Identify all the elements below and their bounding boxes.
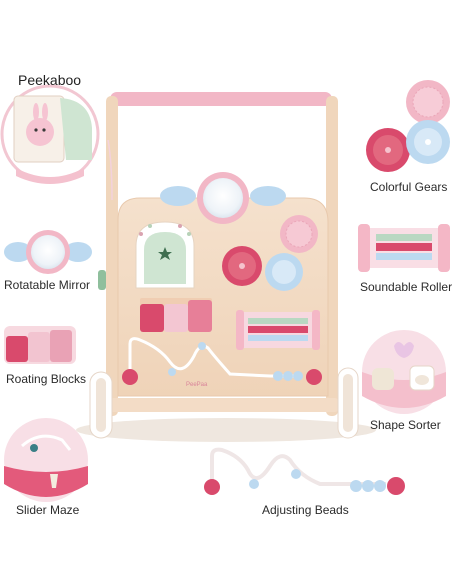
mirror-icon <box>31 235 65 269</box>
callout-soundable-roller <box>358 224 450 272</box>
board-rotating-blocks <box>140 298 212 332</box>
callout-slider-maze <box>4 418 88 502</box>
label-slider-maze: Slider Maze <box>16 503 80 517</box>
star-knob-icon <box>158 247 172 260</box>
walker-base <box>110 398 338 412</box>
label-soundable-roller: Soundable Roller <box>360 280 452 294</box>
callout-colorful-gears <box>366 80 450 172</box>
callout-roating-blocks <box>4 326 76 364</box>
gear-magenta-icon <box>366 128 410 172</box>
walker-right-post <box>326 96 338 416</box>
label-colorful-gears: Colorful Gears <box>370 180 448 194</box>
baby-walker: PeePaa <box>89 92 359 439</box>
side-clip <box>98 270 106 290</box>
board-bead-maze <box>122 337 322 385</box>
brand-mark: PeePaa <box>186 382 208 388</box>
callout-rotatable-mirror <box>4 230 92 274</box>
callout-peekaboo <box>0 84 113 201</box>
label-shape-sorter: Shape Sorter <box>370 418 441 432</box>
mirror-wing-right <box>250 186 286 206</box>
label-adjusting-beads: Adjusting Beads <box>262 503 349 517</box>
walker-left-post <box>106 96 118 416</box>
callout-adjusting-beads <box>204 447 405 495</box>
label-rotatable-mirror: Rotatable Mirror <box>4 278 91 292</box>
board-gear-pink <box>222 246 262 286</box>
floor-shadow <box>76 418 376 442</box>
rotatable-mirror-icon <box>203 178 243 218</box>
walker-handle <box>110 92 332 106</box>
flower-shape-icon <box>372 368 394 390</box>
wheel-front-right <box>337 367 359 439</box>
mirror-wing-left <box>160 186 196 206</box>
callout-shape-sorter <box>362 330 446 414</box>
gear-blue-icon <box>406 120 450 164</box>
label-peekaboo: Peekaboo <box>18 72 82 88</box>
board-roller <box>236 310 320 350</box>
gear-lightpink-icon <box>406 80 450 124</box>
butterfly-icon <box>394 342 414 358</box>
bunny-icon <box>26 118 54 146</box>
label-roating-blocks: Roating Blocks <box>6 372 87 386</box>
peekaboo-door <box>135 221 195 289</box>
board-gear-blue <box>265 253 303 291</box>
wheel-front-left <box>89 371 113 439</box>
board-gear-lightpink <box>280 215 318 253</box>
